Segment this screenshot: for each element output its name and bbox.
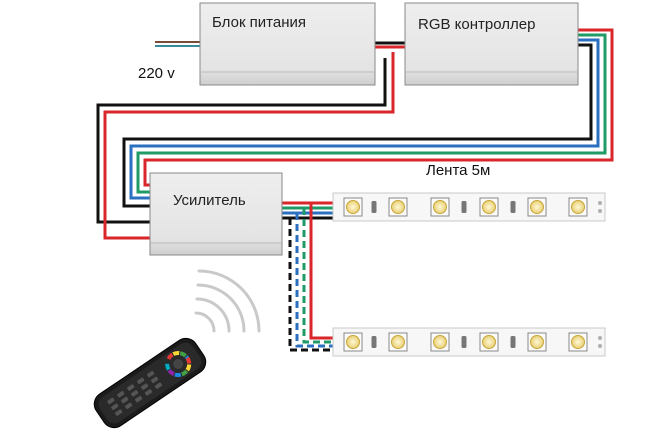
strip-solder-pad bbox=[598, 201, 602, 205]
led-lens bbox=[482, 335, 496, 349]
power-supply-label: Блок питания bbox=[212, 14, 306, 31]
led-lens bbox=[571, 335, 585, 349]
led-lens bbox=[433, 335, 447, 349]
rgb-controller-label: RGB контроллер bbox=[418, 16, 535, 33]
led-lens bbox=[391, 200, 405, 214]
strip-resistor bbox=[371, 201, 377, 213]
led-lens bbox=[433, 200, 447, 214]
strip-resistor bbox=[371, 336, 377, 348]
amplifier-to-strip1-wires bbox=[282, 201, 333, 220]
wires bbox=[96, 28, 614, 352]
strip-resistor bbox=[461, 201, 467, 213]
rgb-controller-box: RGB контроллер bbox=[404, 2, 579, 86]
strip-resistor bbox=[510, 336, 516, 348]
wireless-signal-icon bbox=[194, 269, 261, 333]
led-strip-2 bbox=[332, 327, 606, 357]
led-lens bbox=[571, 200, 585, 214]
strip-solder-pad bbox=[598, 209, 602, 213]
led-strip-1 bbox=[332, 192, 606, 222]
voltage-label: 220 v bbox=[138, 65, 175, 82]
amplifier-label: Усилитель bbox=[173, 192, 246, 209]
led-lens bbox=[530, 335, 544, 349]
led-lens bbox=[482, 200, 496, 214]
psu-to-controller-wires bbox=[375, 41, 405, 49]
controller-to-amplifier-wires bbox=[122, 28, 614, 208]
led-lens bbox=[530, 200, 544, 214]
psu-to-amplifier-wires bbox=[96, 52, 395, 240]
mains-wire bbox=[155, 41, 200, 47]
led-lens bbox=[391, 335, 405, 349]
led-lens bbox=[346, 335, 360, 349]
power-supply-box: Блок питания bbox=[199, 2, 376, 86]
amplifier-box: Усилитель bbox=[149, 172, 283, 256]
strip-label: Лента 5м bbox=[426, 162, 490, 179]
strip-solder-pad bbox=[598, 344, 602, 348]
rgb-remote-control-icon bbox=[93, 337, 207, 429]
amplifier-to-strip2-wires bbox=[288, 203, 333, 352]
led-lens bbox=[346, 200, 360, 214]
strip-resistor bbox=[510, 201, 516, 213]
strip-solder-pad bbox=[598, 336, 602, 340]
strip-resistor bbox=[461, 336, 467, 348]
